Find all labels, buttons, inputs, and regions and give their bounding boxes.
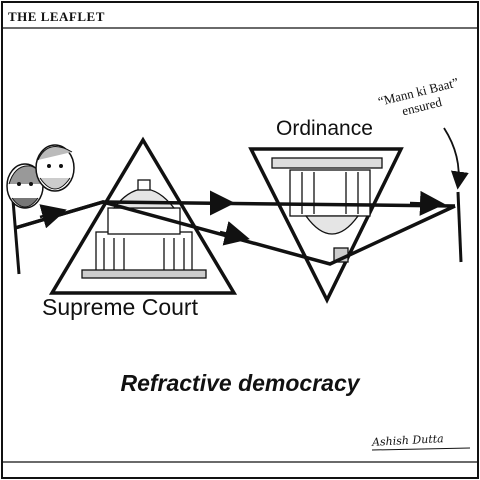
parliament-building-icon — [271, 157, 383, 263]
supreme-court-label: Supreme Court — [42, 294, 198, 320]
quote-pointer-arrow — [443, 127, 469, 190]
cartoon-caption: Refractive democracy — [120, 370, 360, 396]
supreme-court-prism — [48, 136, 238, 295]
end-pole — [456, 191, 463, 263]
signature-underline — [371, 447, 471, 451]
ray-arrow — [39, 204, 67, 229]
ray-arrow — [219, 221, 250, 246]
start-pole — [11, 199, 21, 275]
brand-logo: THE LEAFLET — [8, 9, 105, 24]
ray-path-lower — [14, 200, 456, 266]
ordinance-prism — [248, 147, 404, 304]
supreme-court-building-icon — [81, 179, 207, 279]
ray-arrow — [409, 190, 445, 216]
ray-path-upper — [14, 200, 456, 230]
ordinance-label: Ordinance — [276, 117, 373, 140]
politicians-faces-icon — [6, 144, 75, 209]
